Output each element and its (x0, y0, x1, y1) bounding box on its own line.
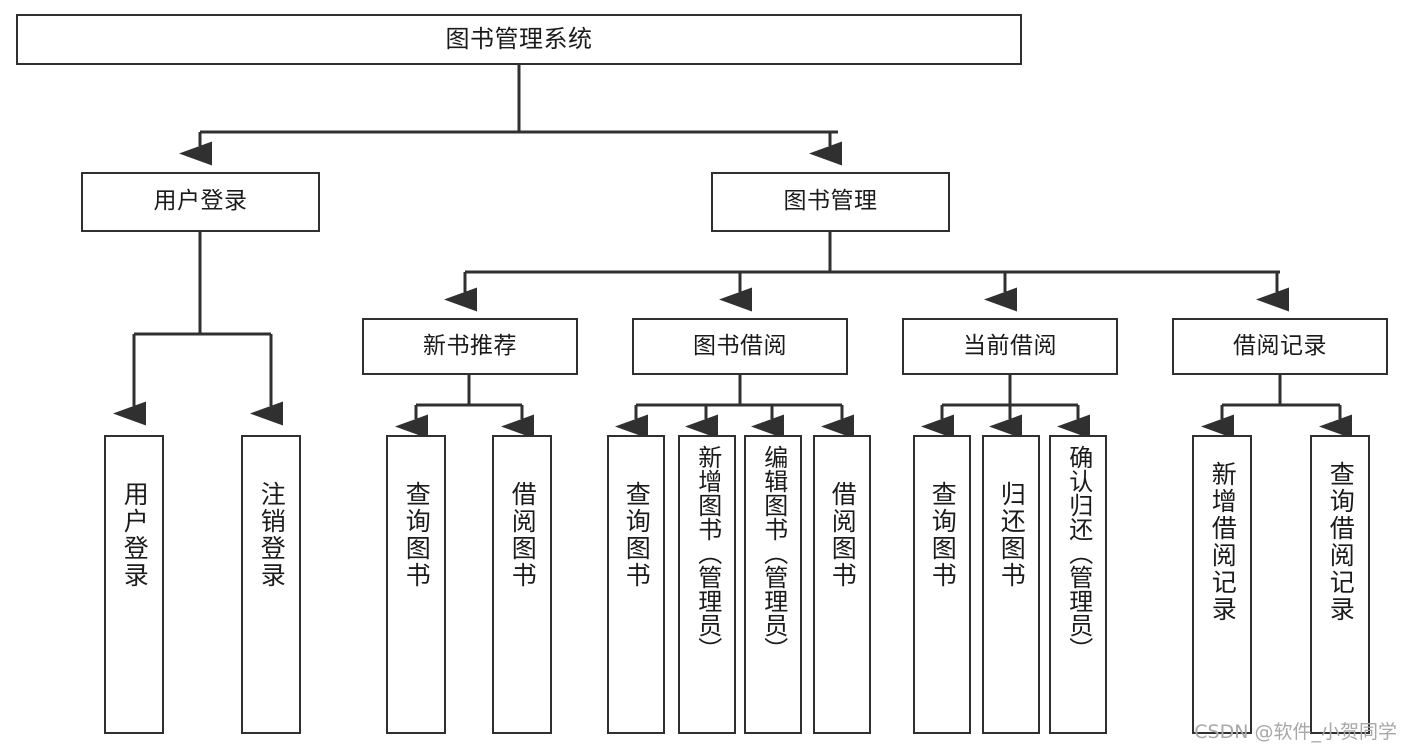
node-label: 查询图书 (622, 481, 652, 589)
node-book-management[interactable]: 图书管理 (711, 172, 950, 232)
node-label: 用户登录 (120, 481, 150, 589)
node-label: 当前借阅 (963, 332, 1057, 359)
node-user-login[interactable]: 用户登录 (81, 172, 320, 232)
node-leaf-query-book-2[interactable]: 查询图书 (607, 435, 665, 734)
node-leaf-logout-login[interactable]: 注销登录 (241, 435, 301, 734)
node-leaf-borrow-book-1[interactable]: 借阅图书 (492, 435, 552, 734)
node-label: 注销登录 (257, 481, 287, 589)
node-label: 图书管理 (783, 188, 878, 215)
node-label: 查询图书 (402, 481, 432, 589)
node-leaf-confirm-return[interactable]: 确认归还（管理员） (1049, 435, 1107, 734)
node-leaf-add-record[interactable]: 新增借阅记录 (1192, 435, 1252, 734)
node-leaf-user-login[interactable]: 用户登录 (104, 435, 164, 734)
node-leaf-query-book-1[interactable]: 查询图书 (386, 435, 446, 734)
node-label: 图书借阅 (693, 332, 787, 359)
node-label: 新增图书（管理员） (693, 445, 722, 661)
node-label: 借阅记录 (1233, 332, 1327, 359)
node-label: 图书管理系统 (445, 25, 593, 54)
node-label: 新书推荐 (423, 332, 517, 359)
node-leaf-query-book-3[interactable]: 查询图书 (913, 435, 971, 734)
node-leaf-return-book[interactable]: 归还图书 (982, 435, 1040, 734)
node-leaf-edit-book[interactable]: 编辑图书（管理员） (744, 435, 802, 734)
node-current-borrow[interactable]: 当前借阅 (902, 318, 1118, 375)
node-label: 新增借阅记录 (1208, 461, 1238, 623)
node-root-book-management-system[interactable]: 图书管理系统 (16, 14, 1022, 65)
node-label: 确认归还（管理员） (1064, 445, 1093, 661)
node-label: 借阅图书 (828, 481, 858, 589)
node-label: 借阅图书 (508, 481, 538, 589)
node-borrow-record[interactable]: 借阅记录 (1172, 318, 1388, 375)
node-label: 编辑图书（管理员） (759, 445, 788, 661)
node-leaf-query-record[interactable]: 查询借阅记录 (1310, 435, 1370, 734)
node-leaf-add-book[interactable]: 新增图书（管理员） (678, 435, 736, 734)
node-new-book-recommend[interactable]: 新书推荐 (362, 318, 578, 375)
node-label: 查询借阅记录 (1326, 461, 1356, 623)
node-book-borrow[interactable]: 图书借阅 (632, 318, 848, 375)
node-leaf-borrow-book-2[interactable]: 借阅图书 (813, 435, 871, 734)
node-label: 归还图书 (997, 481, 1027, 589)
node-label: 查询图书 (928, 481, 958, 589)
node-label: 用户登录 (153, 188, 248, 215)
